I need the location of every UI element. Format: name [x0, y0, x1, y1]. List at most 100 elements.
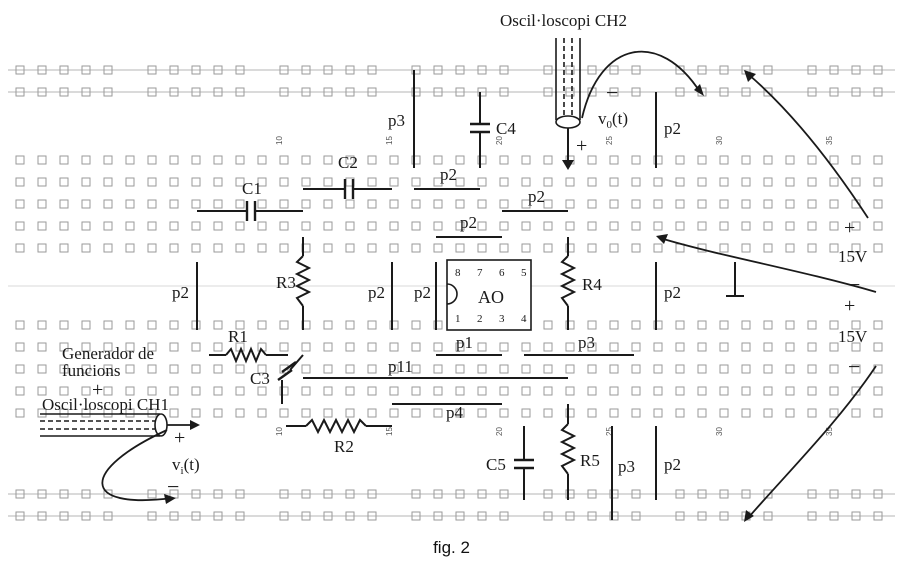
- breadboard-hole: [719, 320, 729, 330]
- breadboard-hole: [873, 65, 883, 75]
- breadboard-hole: [213, 342, 223, 352]
- breadboard-hole: [521, 408, 531, 418]
- breadboard-hole: [235, 221, 245, 231]
- breadboard-hole: [587, 489, 597, 499]
- breadboard-hole: [147, 177, 157, 187]
- breadboard-hole: [147, 342, 157, 352]
- breadboard-hole: [719, 243, 729, 253]
- breadboard-hole: [323, 342, 333, 352]
- breadboard-hole: [477, 87, 487, 97]
- breadboard-hole: [455, 243, 465, 253]
- breadboard-hole: [829, 489, 839, 499]
- breadboard-hole: [323, 364, 333, 374]
- vi-label: vi(t): [172, 455, 200, 477]
- breadboard-hole: [15, 87, 25, 97]
- breadboard-hole: [103, 243, 113, 253]
- breadboard-hole: [455, 408, 465, 418]
- breadboard-hole: [301, 489, 311, 499]
- breadboard-hole: [191, 155, 201, 165]
- breadboard-hole: [565, 199, 575, 209]
- generator-label-line1: Generador de: [62, 344, 154, 363]
- breadboard-hole: [345, 199, 355, 209]
- breadboard-hole: [455, 199, 465, 209]
- breadboard-hole: [323, 87, 333, 97]
- breadboard-hole: [763, 243, 773, 253]
- breadboard-hole: [213, 221, 223, 231]
- breadboard-hole: [499, 87, 509, 97]
- breadboard-hole: [37, 155, 47, 165]
- breadboard-hole: [367, 155, 377, 165]
- breadboard-hole: [763, 199, 773, 209]
- breadboard-hole: [587, 177, 597, 187]
- breadboard-hole: [257, 408, 267, 418]
- breadboard-hole: [741, 87, 751, 97]
- breadboard-hole: [829, 65, 839, 75]
- breadboard-hole: [477, 342, 487, 352]
- breadboard-hole: [477, 489, 487, 499]
- breadboard-hole: [785, 408, 795, 418]
- breadboard-hole: [763, 155, 773, 165]
- breadboard-hole: [37, 511, 47, 521]
- breadboard-hole: [125, 177, 135, 187]
- breadboard-hole: [15, 364, 25, 374]
- breadboard-hole: [587, 155, 597, 165]
- breadboard-hole: [433, 87, 443, 97]
- breadboard-hole: [433, 364, 443, 374]
- breadboard-hole: [37, 342, 47, 352]
- breadboard-hole: [345, 221, 355, 231]
- breadboard-hole: [367, 243, 377, 253]
- column-number: 35: [825, 136, 834, 145]
- breadboard-hole: [785, 243, 795, 253]
- breadboard-hole: [15, 408, 25, 418]
- breadboard-hole: [873, 408, 883, 418]
- breadboard-hole: [675, 65, 685, 75]
- breadboard-hole: [169, 221, 179, 231]
- label-p2-right-top: p2: [664, 119, 681, 138]
- label-p4: p4: [446, 403, 464, 422]
- breadboard-hole: [103, 342, 113, 352]
- breadboard-hole: [543, 243, 553, 253]
- ch2-plus: +: [576, 135, 587, 157]
- breadboard-hole: [543, 87, 553, 97]
- breadboard-hole: [631, 155, 641, 165]
- breadboard-hole: [59, 320, 69, 330]
- breadboard-hole: [697, 364, 707, 374]
- breadboard-hole: [37, 320, 47, 330]
- ch1-ground-clip: [101, 429, 173, 502]
- breadboard-hole: [257, 221, 267, 231]
- breadboard-hole: [807, 511, 817, 521]
- breadboard-hole: [631, 87, 641, 97]
- breadboard-hole: [433, 243, 443, 253]
- breadboard-hole: [345, 386, 355, 396]
- breadboard-hole: [829, 364, 839, 374]
- breadboard-hole: [213, 489, 223, 499]
- breadboard-hole: [653, 177, 663, 187]
- supply-top-label: 15V: [838, 247, 868, 266]
- breadboard-hole: [741, 386, 751, 396]
- arrow-ground: [656, 234, 668, 244]
- column-number: 10: [275, 427, 284, 436]
- breadboard-hole: [235, 87, 245, 97]
- breadboard-hole: [301, 87, 311, 97]
- breadboard-hole: [807, 489, 817, 499]
- breadboard-hole: [631, 320, 641, 330]
- breadboard-hole: [829, 511, 839, 521]
- breadboard-hole: [411, 155, 421, 165]
- breadboard-hole: [763, 177, 773, 187]
- breadboard-hole: [631, 199, 641, 209]
- breadboard-hole: [59, 155, 69, 165]
- breadboard-hole: [323, 221, 333, 231]
- breadboard-hole: [829, 342, 839, 352]
- breadboard-hole: [59, 87, 69, 97]
- breadboard-hole: [147, 408, 157, 418]
- breadboard-hole: [653, 320, 663, 330]
- breadboard-hole: [213, 65, 223, 75]
- breadboard-hole: [125, 408, 135, 418]
- breadboard-hole: [631, 243, 641, 253]
- breadboard-hole: [477, 199, 487, 209]
- breadboard-hole: [345, 320, 355, 330]
- breadboard-hole: [565, 65, 575, 75]
- breadboard-hole: [477, 243, 487, 253]
- breadboard-hole: [631, 221, 641, 231]
